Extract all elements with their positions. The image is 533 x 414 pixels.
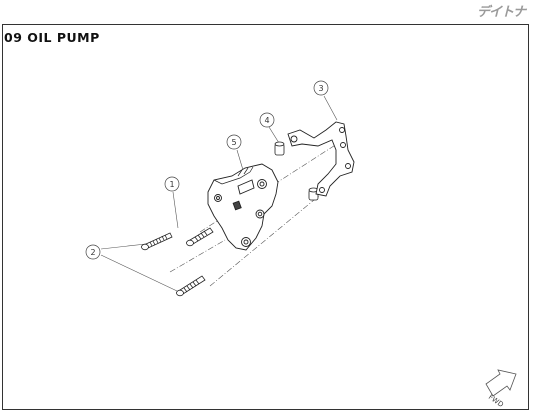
- leader-line-3: [323, 95, 338, 121]
- callout-5-label: 5: [231, 138, 236, 147]
- leader-lines: [100, 95, 338, 292]
- callout-5: 5: [226, 134, 242, 150]
- callout-2: 2: [85, 244, 101, 260]
- fwd-arrow-icon: FWD: [485, 369, 517, 409]
- leader-line-1: [172, 191, 179, 229]
- oil-pump-body: [207, 163, 279, 251]
- callout-1: 1: [164, 176, 180, 192]
- dowel-pin-upper: [274, 141, 285, 156]
- callout-3-label: 3: [318, 84, 323, 93]
- callout-3: 3: [313, 80, 329, 96]
- leader-line-2a: [100, 243, 147, 250]
- leader-line-4: [268, 126, 280, 144]
- bolt-short: [186, 227, 214, 247]
- axis-line-lower: [209, 194, 321, 287]
- leader-line-5: [236, 149, 244, 171]
- callout-4: 4: [259, 112, 275, 128]
- axis-line-bolt-lower: [169, 239, 226, 273]
- bolt-upper: [141, 232, 173, 251]
- gasket: [287, 121, 355, 197]
- leader-line-2b: [100, 254, 178, 292]
- dowel-pin-lower: [308, 187, 319, 201]
- page-title: 09 OIL PUMP: [4, 30, 100, 45]
- brand-logo: デイトナ: [476, 5, 526, 20]
- bolt-lower: [176, 275, 206, 297]
- callout-2-label: 2: [90, 248, 95, 257]
- diagram-frame: [2, 24, 529, 410]
- fwd-label: FWD: [487, 393, 505, 409]
- callout-4-label: 4: [264, 116, 269, 125]
- callout-1-label: 1: [169, 180, 174, 189]
